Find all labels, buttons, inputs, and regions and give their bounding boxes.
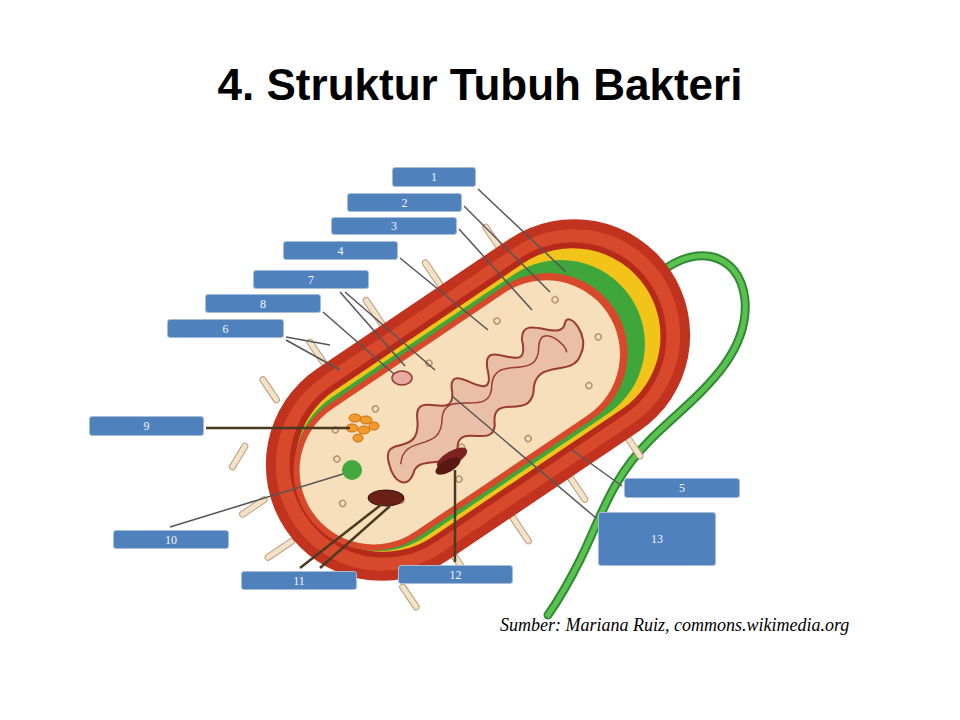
callout-number: 5 bbox=[679, 482, 685, 494]
callout-number: 4 bbox=[338, 245, 344, 257]
callout-number-box: 10 bbox=[113, 530, 229, 549]
callout-number: 2 bbox=[402, 197, 408, 209]
callout-number: 7 bbox=[308, 274, 314, 286]
callout-number: 8 bbox=[260, 298, 266, 310]
callout-number-box: 12 bbox=[398, 565, 513, 584]
callout-number-box: 3 bbox=[331, 217, 457, 235]
callout-number-box: 6 bbox=[167, 319, 284, 338]
callout-number-box: 11 bbox=[241, 571, 357, 590]
callout-number-box: 13 bbox=[598, 512, 716, 566]
callout-number: 10 bbox=[165, 534, 177, 546]
callout-number: 6 bbox=[223, 323, 229, 335]
callout-number: 11 bbox=[293, 575, 305, 587]
callout-number-box: 8 bbox=[205, 294, 321, 313]
callout-number-box: 5 bbox=[624, 478, 740, 498]
callout-number-box: 9 bbox=[89, 416, 204, 436]
callout-number: 3 bbox=[391, 220, 397, 232]
callout-number: 9 bbox=[144, 420, 150, 432]
callout-number-box: 4 bbox=[283, 241, 398, 260]
callout-number-box: 2 bbox=[347, 193, 462, 212]
callout-number-box: 1 bbox=[392, 167, 476, 187]
callout-number: 13 bbox=[651, 533, 663, 545]
callout-number: 12 bbox=[450, 569, 462, 581]
slide-title: 4. Struktur Tubuh Bakteri bbox=[0, 60, 960, 110]
source-caption: Sumber: Mariana Ruiz, commons.wikimedia.… bbox=[500, 615, 849, 636]
callout-number-box: 7 bbox=[253, 270, 369, 289]
callout-number: 1 bbox=[431, 171, 437, 183]
